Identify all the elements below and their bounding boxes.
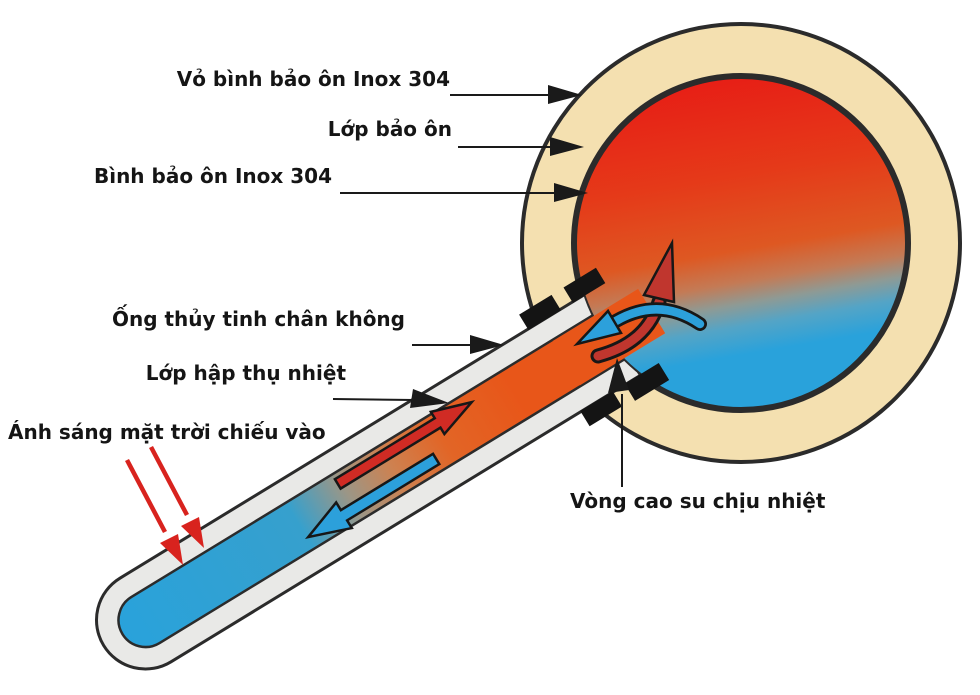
leader-outer-shell bbox=[450, 85, 582, 104]
label-outer-shell: Vỏ bình bảo ôn Inox 304 bbox=[176, 67, 450, 91]
rubber-ring-outer-bottom bbox=[580, 391, 623, 427]
rubber-ring-outer-top bbox=[519, 294, 561, 330]
label-vacuum-tube: Ống thủy tinh chân không bbox=[111, 307, 405, 331]
rubber-ring-inner-top bbox=[563, 267, 606, 303]
hot-flow-arrow bbox=[333, 400, 476, 491]
cold-flow-arrow bbox=[304, 452, 442, 540]
rubber-ring-inner-bottom bbox=[624, 362, 670, 401]
leader-absorber bbox=[332, 389, 449, 408]
leader-inner-tank bbox=[340, 183, 588, 202]
leader-insulation bbox=[458, 137, 584, 156]
cold-water-junction-arrow bbox=[573, 302, 707, 347]
label-absorber-layer: Lớp hập thụ nhiệt bbox=[145, 361, 346, 385]
leader-vacuum-tube bbox=[412, 335, 504, 354]
label-inner-tank: Bình bảo ôn Inox 304 bbox=[93, 164, 332, 188]
label-rubber-ring: Vòng cao su chịu nhiệt bbox=[570, 489, 826, 513]
absorber-layer bbox=[117, 307, 633, 649]
label-insulation-layer: Lớp bảo ôn bbox=[327, 117, 452, 141]
sunlight-arrow-2 bbox=[149, 445, 204, 548]
leader-rubber-ring bbox=[608, 358, 629, 487]
sunlight-arrow-1 bbox=[125, 458, 183, 565]
label-sunlight: Ánh sáng mặt trời chiếu vào bbox=[8, 420, 326, 444]
